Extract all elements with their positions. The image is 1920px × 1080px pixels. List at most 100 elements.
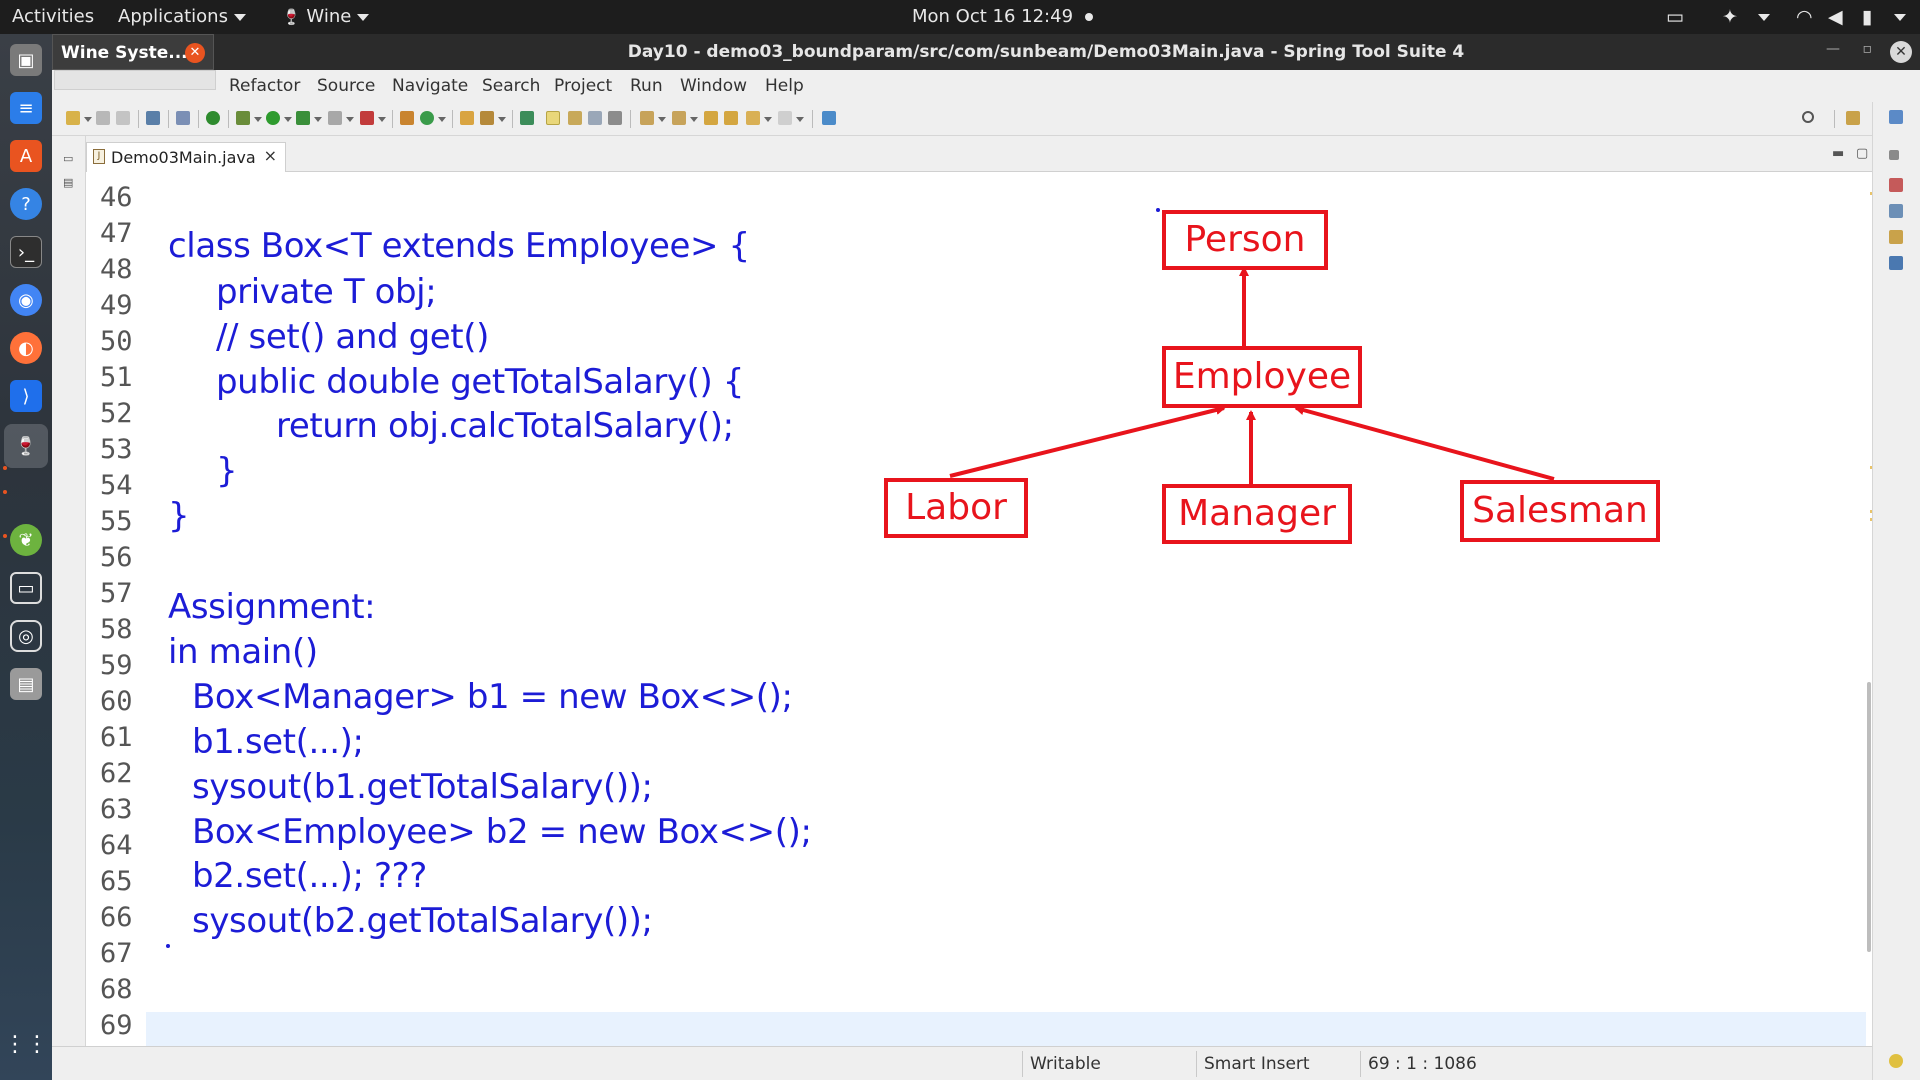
- wine-system-window[interactable]: Wine Syste... ✕: [52, 34, 214, 70]
- chevron-down-icon[interactable]: [314, 117, 322, 122]
- menu-project[interactable]: Project: [554, 76, 613, 96]
- maximize-editor-icon[interactable]: ▢: [1856, 146, 1869, 161]
- menu-help[interactable]: Help: [765, 76, 804, 96]
- tip-lightbulb-icon[interactable]: [1889, 1054, 1903, 1068]
- status-bar: Writable Smart Insert 69 : 1 : 1086: [52, 1046, 1872, 1080]
- coverage-icon[interactable]: [296, 111, 310, 125]
- menu-window[interactable]: Window: [680, 76, 748, 96]
- display-icon[interactable]: ▭: [1666, 6, 1684, 28]
- status-insert-mode[interactable]: Smart Insert: [1204, 1054, 1310, 1074]
- show-whitespace-icon[interactable]: [588, 111, 602, 125]
- block-selection-icon[interactable]: [568, 111, 582, 125]
- window-close-icon[interactable]: ✕: [1890, 41, 1912, 63]
- open-perspective-icon[interactable]: [1846, 111, 1860, 125]
- menu-run[interactable]: Run: [630, 76, 663, 96]
- console-icon[interactable]: [1889, 256, 1903, 270]
- activities-button[interactable]: Activities: [12, 6, 95, 27]
- save-icon[interactable]: [96, 111, 110, 125]
- vertical-scrollbar-thumb[interactable]: [1867, 682, 1871, 952]
- tab-close-icon[interactable]: ×: [263, 146, 277, 165]
- run-icon[interactable]: [266, 111, 280, 125]
- declaration-icon[interactable]: [1889, 230, 1903, 244]
- screenshot-icon[interactable]: ◎: [10, 620, 42, 652]
- maximize-icon[interactable]: ▫: [1862, 41, 1873, 57]
- chevron-down-icon[interactable]: [284, 117, 292, 122]
- terminal-icon[interactable]: ›_: [10, 236, 42, 268]
- chevron-down-icon[interactable]: [498, 117, 506, 122]
- node-person: Person: [1162, 210, 1328, 270]
- show-apps-grid-icon[interactable]: ⋮⋮: [4, 1031, 48, 1057]
- chevron-down-icon[interactable]: [254, 117, 262, 122]
- minimize-editor-icon[interactable]: ▬: [1832, 146, 1845, 161]
- forward-history-icon[interactable]: [724, 111, 738, 125]
- minimize-icon[interactable]: —: [1826, 41, 1840, 57]
- next-annotation-icon[interactable]: [640, 111, 654, 125]
- menu-refactor[interactable]: Refactor: [229, 76, 301, 96]
- chevron-down-icon[interactable]: [658, 117, 666, 122]
- pilcrow-icon[interactable]: [608, 111, 622, 125]
- chevron-down-icon[interactable]: [690, 117, 698, 122]
- chevron-down-icon[interactable]: [764, 117, 772, 122]
- software-center-icon[interactable]: A: [10, 140, 42, 172]
- previous-annotation-icon[interactable]: [672, 111, 686, 125]
- java-perspective-icon[interactable]: [1889, 110, 1903, 124]
- tab-demo03main[interactable]: J Demo03Main.java ×: [86, 142, 286, 172]
- mark-occurrences-icon[interactable]: [546, 111, 560, 125]
- chevron-down-icon[interactable]: [438, 117, 446, 122]
- volume-icon[interactable]: ◀: [1828, 6, 1843, 28]
- remote-desktop-icon[interactable]: ▭: [10, 572, 42, 604]
- stop-icon[interactable]: [328, 111, 342, 125]
- status-cursor-position[interactable]: 69 : 1 : 1086: [1368, 1054, 1477, 1074]
- wifi-icon[interactable]: ◠: [1796, 6, 1813, 28]
- open-type-icon[interactable]: [460, 111, 474, 125]
- chrome-icon[interactable]: ◉: [10, 284, 42, 316]
- search-icon[interactable]: [1802, 111, 1814, 123]
- menu-navigate[interactable]: Navigate: [392, 76, 469, 96]
- help-icon[interactable]: ?: [10, 188, 42, 220]
- skip-breakpoints-icon[interactable]: [176, 111, 190, 125]
- external-tools-icon[interactable]: [360, 111, 374, 125]
- text-editor-icon[interactable]: ≡: [10, 92, 42, 124]
- clock[interactable]: Mon Oct 16 12:49: [912, 6, 1094, 27]
- applications-menu[interactable]: Applications: [118, 6, 246, 27]
- wine-app-menu[interactable]: 🍷 Wine: [282, 6, 370, 27]
- search-tool-icon[interactable]: [480, 111, 494, 125]
- toggle-breadcrumb-icon[interactable]: [520, 111, 534, 125]
- forward-icon[interactable]: [778, 111, 792, 125]
- code-line: Assignment:: [168, 587, 376, 627]
- outline-icon[interactable]: [1889, 178, 1903, 192]
- firefox-icon[interactable]: ◐: [10, 332, 42, 364]
- chevron-down-icon[interactable]: [378, 117, 386, 122]
- menu-search[interactable]: Search: [482, 76, 541, 96]
- files-icon[interactable]: ▣: [10, 44, 42, 76]
- new-icon[interactable]: [66, 111, 80, 125]
- menu-source[interactable]: Source: [317, 76, 376, 96]
- back-icon[interactable]: [746, 111, 760, 125]
- chevron-down-icon[interactable]: [1894, 14, 1906, 21]
- vscode-icon[interactable]: ⟩: [10, 380, 42, 412]
- restore-icon[interactable]: [1889, 150, 1899, 160]
- accessibility-icon[interactable]: ✦: [1722, 6, 1738, 28]
- pin-editor-icon[interactable]: [822, 111, 836, 125]
- wine-icon[interactable]: 🍷: [14, 435, 38, 457]
- spring-tool-suite-icon[interactable]: ❦: [10, 524, 42, 556]
- chevron-down-icon[interactable]: [84, 117, 92, 122]
- new-java-package-icon[interactable]: [400, 111, 414, 125]
- last-edit-location-icon[interactable]: [704, 111, 718, 125]
- chevron-down-icon[interactable]: [1758, 14, 1770, 21]
- package-explorer-icon[interactable]: ▤: [63, 176, 74, 189]
- disk-icon[interactable]: ▤: [10, 668, 42, 700]
- chevron-down-icon[interactable]: [346, 117, 354, 122]
- dock: ▣ ≡ A ? ›_ ◉ ◐ ⟩ 🍷 ❦ ▭ ◎ ▤ ⋮⋮: [0, 34, 52, 1080]
- battery-icon[interactable]: ▮: [1862, 6, 1873, 28]
- new-java-class-icon[interactable]: [420, 111, 434, 125]
- wine-close-icon[interactable]: ✕: [185, 43, 205, 63]
- save-all-icon[interactable]: [116, 111, 130, 125]
- chevron-down-icon[interactable]: [796, 117, 804, 122]
- restore-icon[interactable]: ▭: [63, 152, 74, 165]
- at-sign-icon[interactable]: [1889, 204, 1903, 218]
- debug-icon[interactable]: [236, 111, 250, 125]
- code-editor[interactable]: 46 47 48 49 50 51 52 53 54 55 56 57 58 5…: [86, 172, 1872, 1046]
- spring-boot-icon[interactable]: [206, 111, 220, 125]
- terminal-view-icon[interactable]: [146, 111, 160, 125]
